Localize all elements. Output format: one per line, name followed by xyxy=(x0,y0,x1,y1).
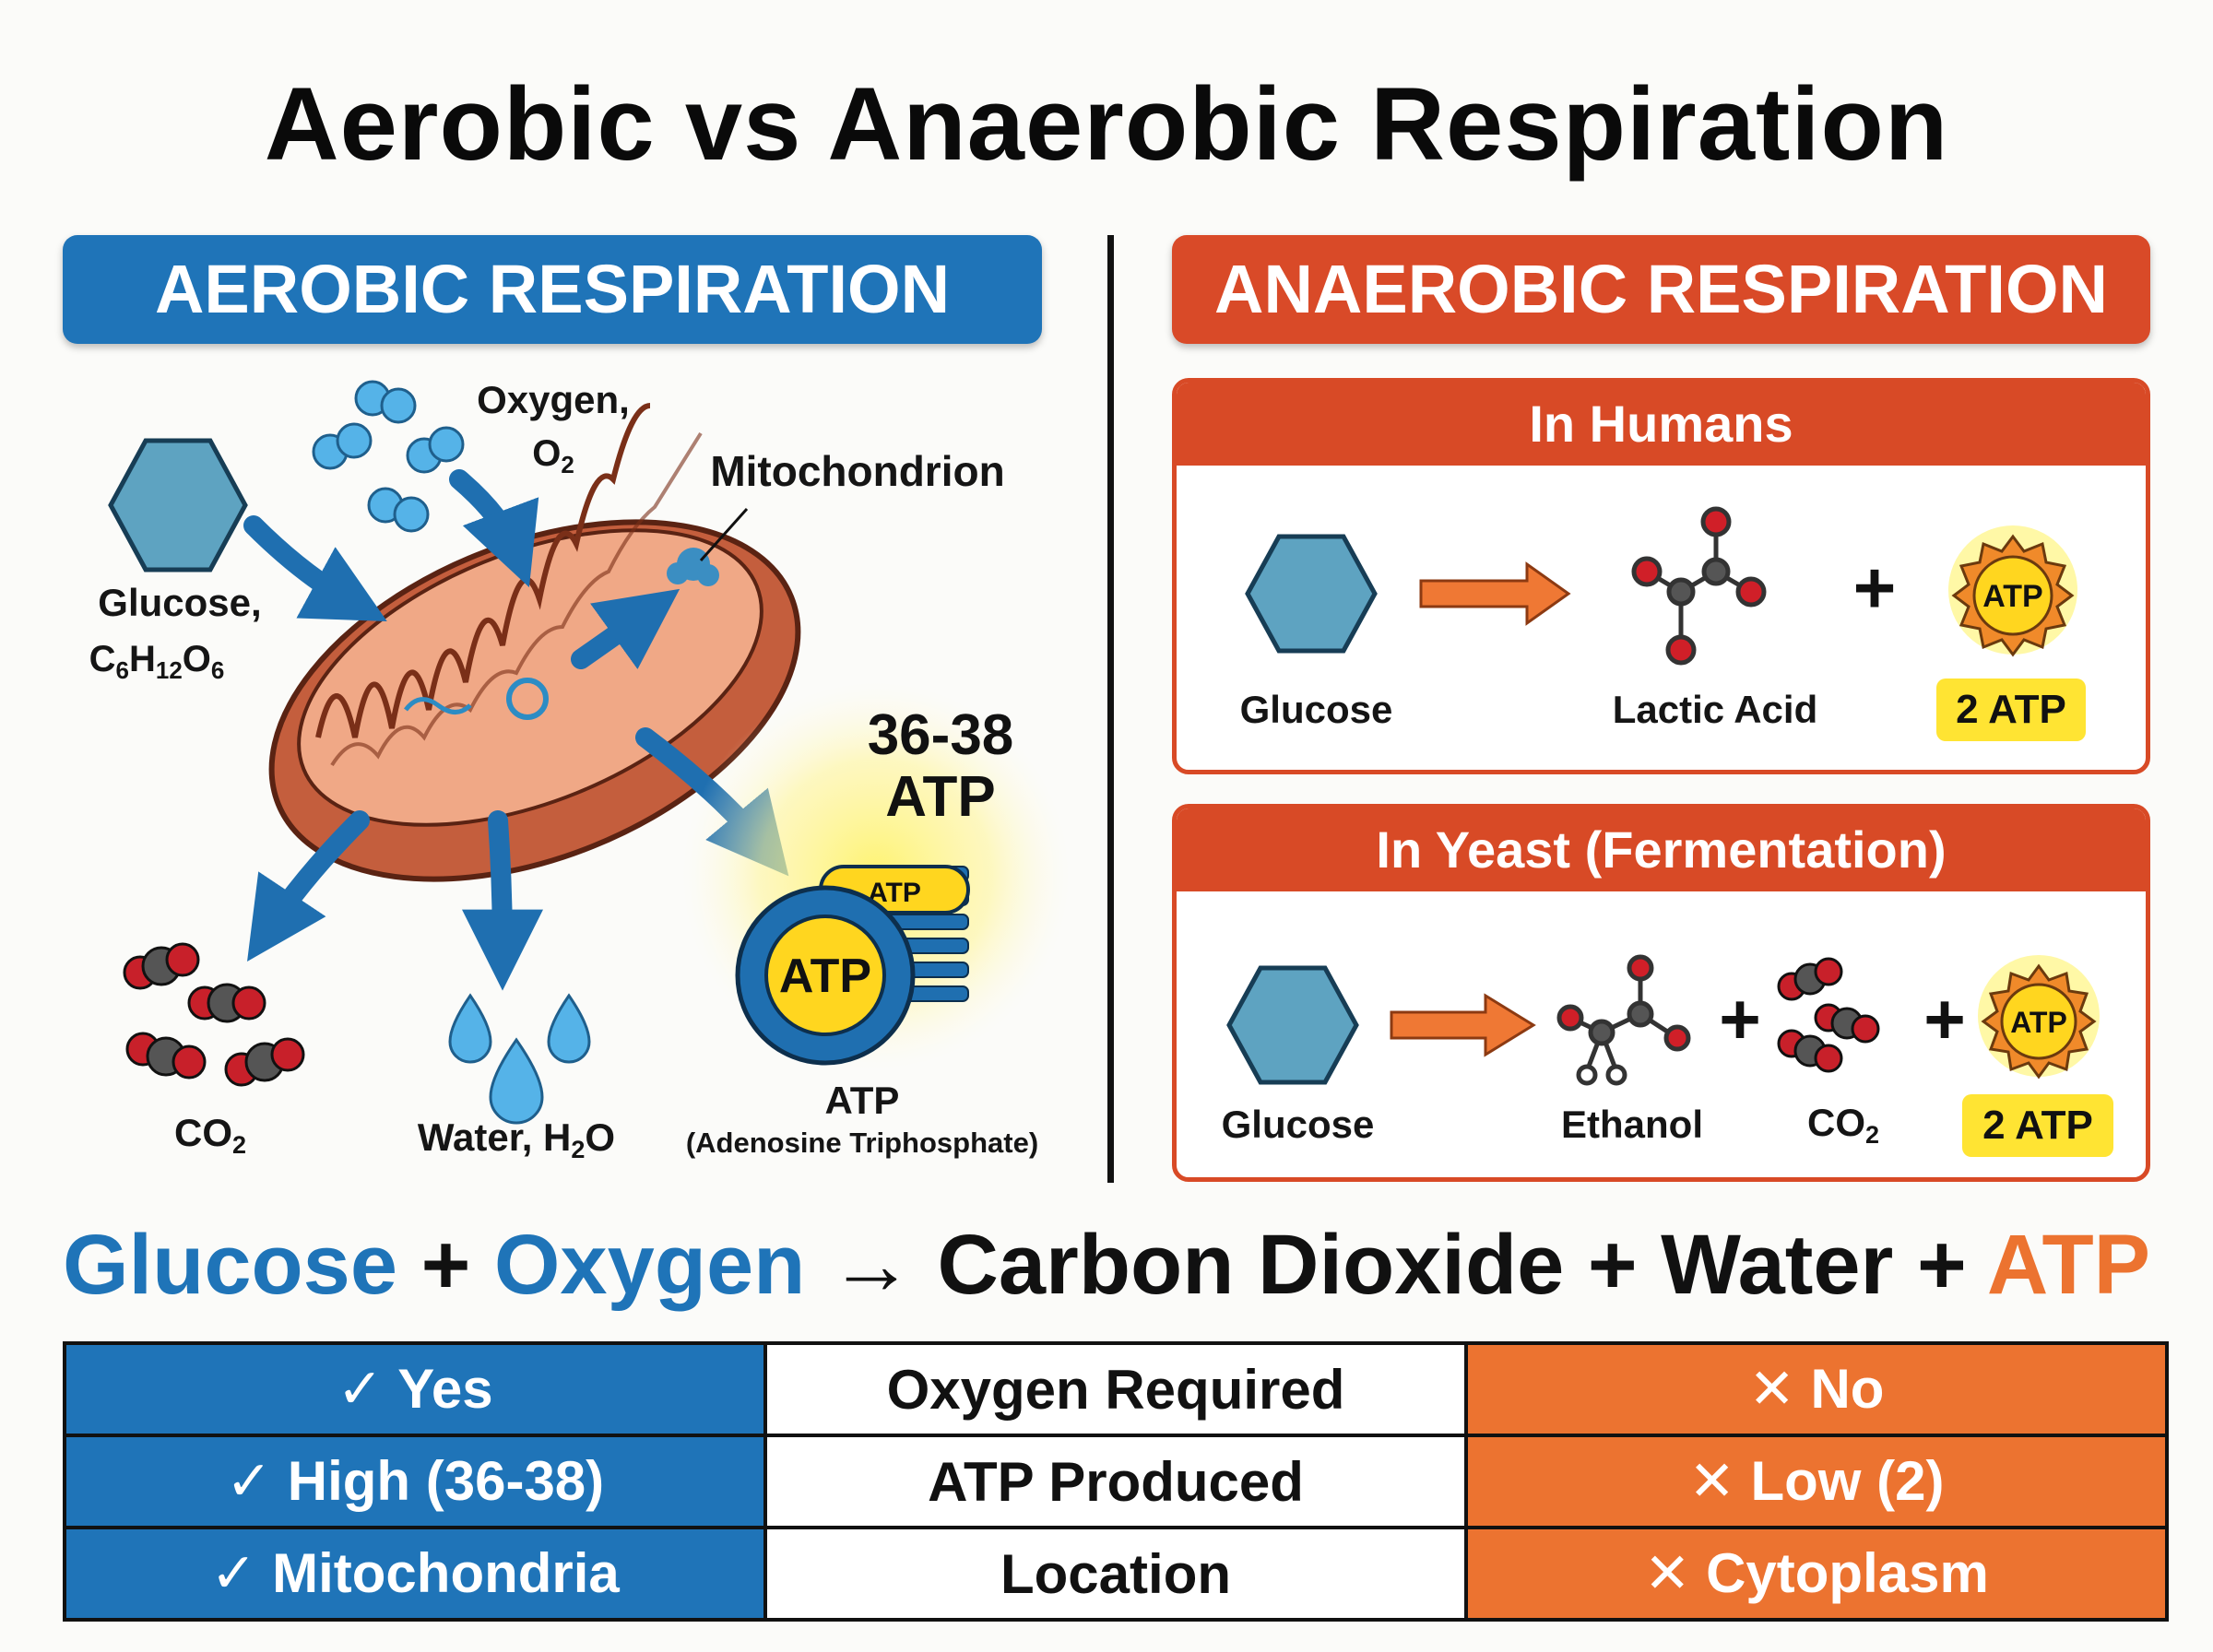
equation-co2: Carbon Dioxide xyxy=(937,1218,1565,1312)
equation-plus: + xyxy=(420,1218,471,1312)
criterion-cell: ATP Produced xyxy=(763,1434,1468,1529)
co2-molecules-icon xyxy=(123,942,305,1087)
input-arrows xyxy=(243,469,680,669)
table-row: ✓ Mitochondria Location ✕ Cytoplasm xyxy=(63,1526,2169,1622)
plus-sign: + xyxy=(1923,978,1966,1059)
glucose-formula: C6H12O6 xyxy=(89,639,225,684)
humans-header: In Humans xyxy=(1177,383,2146,466)
oxygen-label: Oxygen, xyxy=(477,378,630,421)
atp-count: 36-38 xyxy=(868,703,1014,767)
equation-arrow-icon: → xyxy=(828,1218,914,1312)
co2-molecules-icon xyxy=(1777,957,1880,1073)
atp-seal-label: ATP xyxy=(2010,1006,2067,1039)
glucose-hexagon-icon xyxy=(1226,965,1359,1085)
water-label: Water, H2O xyxy=(418,1115,615,1163)
comparison-table: ✓ Yes Oxygen Required ✕ No ✓ High (36-38… xyxy=(63,1341,2169,1622)
oxygen-formula: O2 xyxy=(532,433,574,478)
yeast-pathway: + + ATP CO2 xyxy=(1226,954,2100,1149)
ethanol-label: Ethanol xyxy=(1561,1103,1703,1146)
ethanol-molecule-icon xyxy=(1556,954,1691,1086)
glucose-hexagon-icon xyxy=(1245,534,1378,654)
yeast-glucose-label: Glucose xyxy=(1221,1103,1375,1146)
oxygen-in-arrow xyxy=(449,469,539,588)
yeast-atp-yield: 2 ATP xyxy=(1962,1094,2113,1157)
atp-seal-icon xyxy=(1948,525,2077,657)
atp-badge-icon xyxy=(735,885,916,1066)
plus-sign: + xyxy=(1853,547,1897,629)
water-drops-icon xyxy=(448,993,591,1125)
inner-arrow xyxy=(571,588,680,669)
humans-atp-yield: 2 ATP xyxy=(1936,678,2086,741)
plus-sign: + xyxy=(1719,978,1761,1059)
lactic-acid-label: Lactic Acid xyxy=(1612,688,1818,731)
co2-label: CO2 xyxy=(174,1111,246,1159)
aerobic-cell: ✓ High (36-38) xyxy=(63,1434,767,1529)
atp-word: ATP xyxy=(885,765,995,829)
co2-out-arrow xyxy=(247,810,370,962)
humans-glucose-label: Glucose xyxy=(1239,688,1393,731)
lactic-acid-molecule-icon xyxy=(1631,506,1767,666)
word-equation: Glucose + Oxygen → Carbon Dioxide + Wate… xyxy=(0,1217,2213,1314)
equation-atp: ATP xyxy=(1986,1218,2150,1312)
aerobic-cell: ✓ Yes xyxy=(63,1341,767,1437)
atp-seal-icon xyxy=(1978,955,2100,1080)
aerobic-illustration: Glucose, C6H12O6 Oxygen, O2 Mitochondrio… xyxy=(89,378,1070,1163)
glucose-hexagon-icon xyxy=(108,438,248,572)
table-row: ✓ High (36-38) ATP Produced ✕ Low (2) xyxy=(63,1434,2169,1529)
atp-label: ATP xyxy=(825,1079,900,1122)
aerobic-cell: ✓ Mitochondria xyxy=(63,1526,767,1622)
atp-seal-label: ATP xyxy=(1982,579,2042,614)
mitochondrion-label: Mitochondrion xyxy=(710,447,1004,495)
atp-full-name: (Adenosine Triphosphate) xyxy=(686,1127,1038,1159)
anaerobic-cell: ✕ Low (2) xyxy=(1464,1434,2169,1529)
atp-badge: ATP xyxy=(779,950,871,1003)
equation-plus: + xyxy=(1916,1218,1967,1312)
equation-oxygen: Oxygen xyxy=(493,1218,806,1312)
glucose-in-arrow xyxy=(243,515,387,621)
arrow-right-icon xyxy=(1419,561,1571,626)
anaerobic-cell: ✕ No xyxy=(1464,1341,2169,1437)
yeast-header: In Yeast (Fermentation) xyxy=(1177,808,2146,891)
equation-plus: + xyxy=(1587,1218,1638,1312)
water-out-arrow xyxy=(461,810,543,991)
equation-glucose: Glucose xyxy=(63,1218,398,1312)
oxygen-molecules-icon xyxy=(312,380,465,533)
humans-pathway: ATP + xyxy=(1245,506,2077,666)
glucose-label: Glucose, xyxy=(98,581,261,624)
aerobic-banner: AEROBIC RESPIRATION xyxy=(63,235,1042,344)
anaerobic-banner: ANAEROBIC RESPIRATION xyxy=(1172,235,2150,344)
equation-water: Water xyxy=(1661,1218,1894,1312)
anaerobic-cell: ✕ Cytoplasm xyxy=(1464,1526,2169,1622)
section-divider xyxy=(1107,235,1114,1183)
criterion-cell: Location xyxy=(763,1526,1468,1622)
page-title: Aerobic vs Anaerobic Respiration xyxy=(264,66,1949,182)
arrow-right-icon xyxy=(1390,993,1536,1057)
table-row: ✓ Yes Oxygen Required ✕ No xyxy=(63,1341,2169,1437)
criterion-cell: Oxygen Required xyxy=(763,1341,1468,1437)
yeast-co2-label: CO2 xyxy=(1807,1101,1879,1149)
